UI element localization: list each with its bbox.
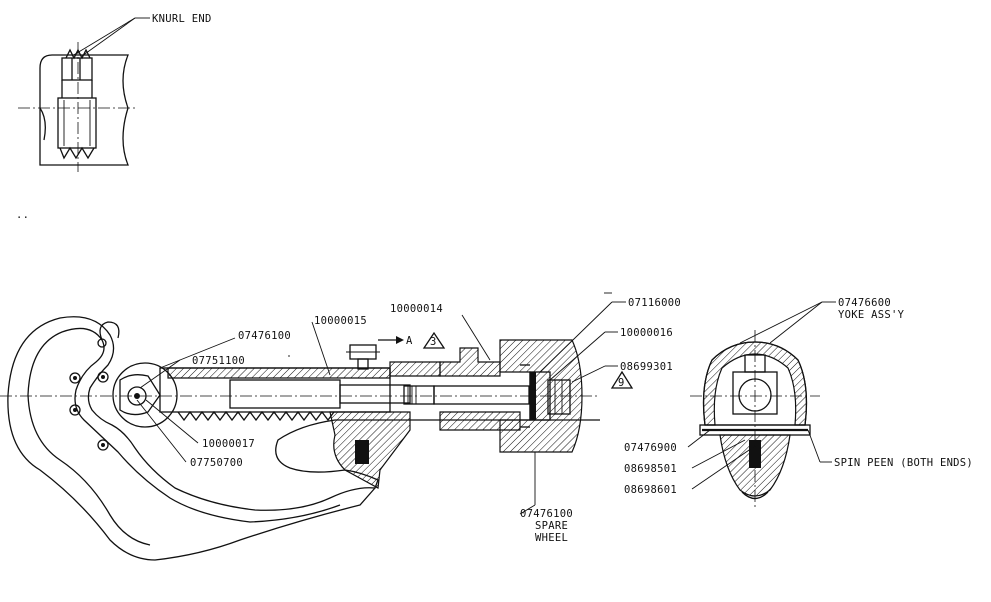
- label-yoke-assy: YOKE ASS'Y: [838, 309, 905, 321]
- lead-screw: [159, 367, 530, 422]
- label-07476100-top: 07476100: [238, 330, 291, 342]
- label-knurl-end: KNURL END: [152, 13, 212, 25]
- label-07116000: 07116000: [628, 297, 681, 309]
- label-10000014: 10000014: [390, 303, 443, 315]
- label-07476100-spare: 07476100: [520, 508, 573, 520]
- label-08698601: 08698601: [624, 484, 677, 496]
- label-spare: SPARE: [535, 520, 568, 532]
- label-08698501: 08698501: [624, 463, 677, 475]
- note-flag-9: 9: [610, 370, 634, 389]
- section-marker-a: A: [406, 335, 413, 347]
- note-flag-3-text: 3: [430, 336, 437, 348]
- callouts-main: 07476100 10000015 10000014 07116000 1000…: [136, 297, 681, 544]
- top-pin: A: [346, 335, 413, 370]
- speck-mark: ..: [16, 209, 29, 221]
- label-10000015: 10000015: [314, 315, 367, 327]
- label-07750700: 07750700: [190, 457, 243, 469]
- note-flag-9-text: 9: [618, 377, 625, 389]
- yoke-assembly-section: [690, 330, 820, 510]
- label-07476900: 07476900: [624, 442, 677, 454]
- tube-cutter-assembly: A: [0, 316, 600, 561]
- label-07476600: 07476600: [838, 297, 891, 309]
- label-07751100: 07751100: [192, 355, 245, 367]
- callouts-yoke: 07476600 YOKE ASS'Y SPIN PEEN (BOTH ENDS…: [624, 297, 973, 496]
- knurl-end-detail: KNURL END: [18, 13, 212, 172]
- body-housing: [329, 339, 583, 489]
- frame-holes: [69, 338, 109, 451]
- note-flag-3: 3: [422, 331, 446, 349]
- label-10000017: 10000017: [202, 438, 255, 450]
- label-08699301: 08699301: [620, 361, 673, 373]
- label-wheel: WHEEL: [535, 532, 568, 544]
- label-spin-peen: SPIN PEEN (BOTH ENDS): [834, 457, 973, 469]
- label-10000016: 10000016: [620, 327, 673, 339]
